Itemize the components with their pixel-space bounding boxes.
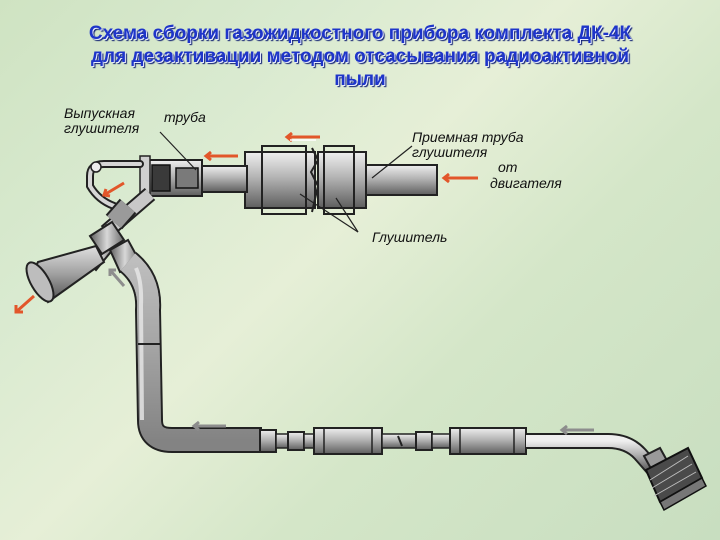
label-exhaust-pipe-3: труба: [164, 109, 206, 125]
muffler: [244, 145, 367, 215]
flow-arrows-orange: [14, 131, 478, 314]
label-muffler: Глушитель: [372, 229, 448, 245]
engine-intake-pipe: [354, 164, 438, 196]
diagonal-nut: [105, 198, 137, 230]
title-line-1: Схема сборки газожидкостного прибора ком…: [88, 23, 632, 44]
title-line-2: для дезактивации методом отсасывания рад…: [90, 46, 630, 67]
slide-title: Схема сборки газожидкостного прибора ком…: [30, 22, 690, 91]
leader-lines: [159, 131, 413, 233]
horizontal-couplings: [259, 427, 527, 455]
clamp-coupling: [139, 155, 203, 201]
label-exhaust-pipe-1: Выпускная: [64, 105, 135, 121]
title-line-3: пыли: [334, 69, 386, 90]
label-intake-pipe-1: Приемная труба: [412, 129, 524, 145]
label-exhaust-pipe-2: глушителя: [64, 120, 140, 136]
brush-head: [642, 446, 707, 512]
flow-arrows-gray: [108, 268, 594, 436]
label-from-engine-2: двигателя: [490, 175, 562, 191]
label-intake-pipe-2: глушителя: [412, 144, 488, 160]
label-from-engine-1: от: [498, 159, 518, 175]
suction-hose: [119, 251, 262, 453]
